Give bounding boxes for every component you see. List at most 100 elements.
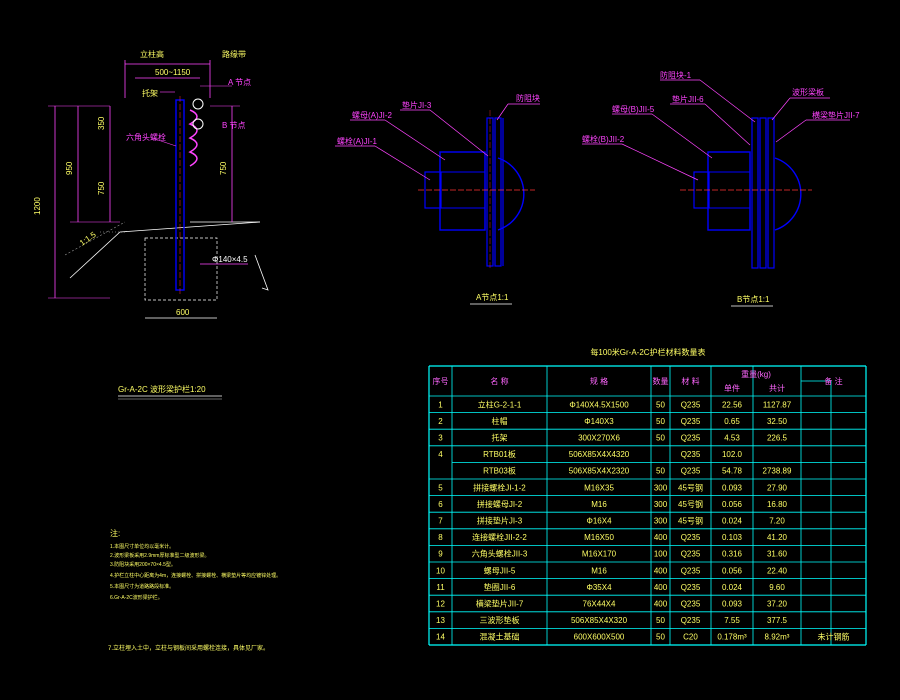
row-name: 横梁垫片JII-7 [476, 599, 524, 609]
row-no: 2 [438, 417, 443, 426]
notes: 注: 1.本图尺寸单位均以毫米计。 2.波形梁板采用2.9mm厚标准型二级波形梁… [108, 528, 281, 652]
detail-b-callout-2: 垫片JII-6 [672, 94, 704, 104]
row-no: 7 [438, 517, 443, 526]
header-name: 名 称 [490, 376, 508, 386]
detail-b-callout-4: 波形梁板 [792, 87, 824, 97]
row-name: 混凝土基础 [480, 632, 520, 642]
note-line-7: 7.立柱埋入土中，立柱与钢板间采用螺栓连接，具体见厂家。 [108, 644, 269, 652]
row-qty: 50 [656, 467, 665, 476]
note-line-3: 3.防阻块采用200×70×4.5型。 [110, 561, 176, 568]
row-unit-weight: 0.093 [722, 483, 743, 492]
row-material: Q235 [681, 583, 701, 592]
row-spec: M16 [591, 566, 607, 575]
row-name: RTB03板 [483, 466, 516, 476]
row-spec: Φ140X3 [584, 417, 614, 426]
elev-dim-h3: 350 [97, 116, 106, 130]
row-unit-weight: 0.056 [722, 500, 743, 509]
row-qty: 400 [654, 533, 668, 542]
detail-a-callout-2: 防阻块 [516, 93, 540, 103]
row-total-weight: 1127.87 [763, 400, 792, 409]
detail-b-callout-6: 横梁垫片JII-7 [812, 110, 860, 120]
row-material: Q235 [681, 600, 701, 609]
row-unit-weight: 4.53 [724, 434, 740, 443]
row-total-weight: 226.5 [767, 434, 788, 443]
header-weight: 重量(kg) [741, 369, 771, 379]
row-qty: 300 [654, 517, 668, 526]
row-total-weight: 27.90 [767, 483, 788, 492]
row-unit-weight: 0.024 [722, 583, 743, 592]
detail-b-callout-3: 螺母(B)JII-5 [612, 104, 655, 114]
row-no: 3 [438, 434, 443, 443]
row-material: 45号钢 [678, 499, 703, 509]
table-grid [428, 365, 867, 646]
row-material: Q235 [681, 450, 701, 459]
row-name: RTB01板 [483, 449, 516, 459]
row-material: Q235 [681, 400, 701, 409]
note-line-5: 5.本图尺寸为道路路段标准。 [110, 583, 174, 590]
detail-b: 防阻块-1 垫片JII-6 螺母(B)JII-5 波形梁板 螺栓(B)JII-2… [582, 70, 860, 307]
elev-slope: 1:1.5 [78, 230, 98, 248]
elev-label-plate: 六角头螺栓 [126, 132, 166, 142]
header-spec: 规 格 [590, 376, 608, 386]
row-no: 9 [438, 550, 443, 559]
note-line-6: 6.Gr-A-2C波形梁护栏。 [110, 594, 163, 601]
detail-a: 垫片JI-3 防阻块 螺母(A)JI-2 螺栓(A)JI-1 A节点1:1 [335, 93, 540, 305]
row-spec: 506X85X4X320 [571, 616, 628, 625]
row-no: 4 [438, 450, 443, 459]
row-qty: 400 [654, 583, 668, 592]
row-name: 拼接螺母JI-2 [477, 499, 523, 509]
row-no: 8 [438, 533, 443, 542]
header-unit-weight: 单件 [724, 383, 740, 393]
row-total-weight: 37.20 [767, 600, 788, 609]
row-material: Q235 [681, 434, 701, 443]
row-no: 11 [436, 583, 445, 592]
table-title: 每100米Gr-A-2C护栏材料数量表 [590, 347, 705, 357]
row-name: 垫圈JII-6 [484, 582, 516, 592]
row-qty: 400 [654, 566, 668, 575]
row-unit-weight: 0.65 [724, 417, 740, 426]
header-qty: 数量 [653, 376, 669, 386]
row-unit-weight: 102.0 [722, 450, 743, 459]
elev-dim-h2: 750 [97, 181, 106, 195]
note-line-1: 1.本图尺寸单位均以毫米计。 [110, 543, 174, 550]
row-total-weight: 32.50 [767, 417, 788, 426]
row-total-weight: 8.92m³ [765, 633, 790, 642]
detail-a-callout-1: 垫片JI-3 [402, 100, 432, 110]
header-total-weight: 共计 [769, 383, 785, 393]
row-total-weight: 16.80 [767, 500, 788, 509]
elev-post-note: Φ140×4.5 [212, 255, 248, 264]
row-qty: 400 [654, 600, 668, 609]
row-total-weight: 31.60 [767, 550, 788, 559]
svg-text:750: 750 [219, 161, 228, 175]
detail-b-caption: B节点1:1 [737, 295, 770, 304]
row-qty: 50 [656, 616, 665, 625]
row-spec: M16X35 [584, 483, 614, 492]
row-no: 12 [436, 600, 445, 609]
row-name: 托架 [492, 433, 508, 443]
row-material: Q235 [681, 566, 701, 575]
material-table: 每100米Gr-A-2C护栏材料数量表 序号名 称规 格数量材 料重量(kg)单… [428, 347, 867, 646]
row-qty: 300 [654, 500, 668, 509]
row-material: Q235 [681, 467, 701, 476]
row-spec: Φ16X4 [586, 517, 612, 526]
guardrail-elevation: 立柱高 路缘带 500~1150 托架 1200 950 750 350 1:1… [33, 49, 269, 400]
note-line-4: 4.护栏立柱中心距离为4m，连接螺栓、拼接螺栓、横梁垫片等均应镀锌处理。 [110, 572, 281, 579]
elev-dim-depth: 1200 [33, 197, 42, 215]
row-name: 立柱G-2-1-1 [478, 399, 522, 409]
row-name: 三波形垫板 [480, 615, 520, 625]
row-spec: M16X50 [584, 533, 614, 542]
node-b-marker [192, 118, 204, 130]
row-remark: 未计钢筋 [818, 632, 850, 642]
row-no: 10 [436, 566, 445, 575]
row-material: Q235 [681, 616, 701, 625]
row-material: 45号钢 [678, 482, 703, 492]
note-line-2: 2.波形梁板采用2.9mm厚标准型二级波形梁。 [110, 552, 209, 559]
row-unit-weight: 0.056 [722, 566, 743, 575]
row-total-weight: 9.60 [769, 583, 785, 592]
row-qty: 300 [654, 483, 668, 492]
row-name: 柱帽 [492, 416, 508, 426]
row-total-weight: 377.5 [767, 616, 788, 625]
row-unit-weight: 0.093 [722, 600, 743, 609]
row-unit-weight: 0.178m³ [717, 633, 747, 642]
